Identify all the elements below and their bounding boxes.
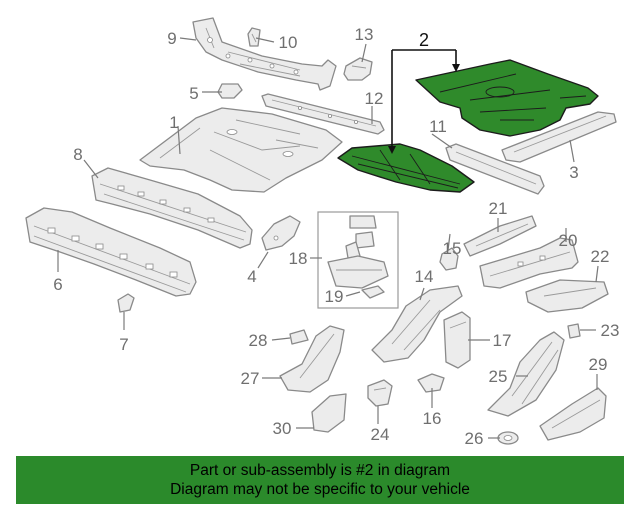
part-11-rail[interactable] [445, 143, 545, 195]
callout-30[interactable]: 30 [273, 419, 292, 438]
part-2-floor-panel[interactable] [337, 143, 475, 193]
callout-15[interactable]: 15 [443, 239, 462, 258]
callout-1[interactable]: 1 [169, 113, 178, 132]
callout-25[interactable]: 25 [489, 367, 508, 386]
callout-23[interactable]: 23 [601, 321, 620, 340]
callout-22[interactable]: 22 [591, 247, 610, 266]
callout-4[interactable]: 4 [247, 267, 256, 286]
part-15-bracket[interactable] [439, 247, 459, 271]
callout-21[interactable]: 21 [489, 199, 508, 218]
part-25-wheelhouse-inner[interactable] [487, 331, 565, 417]
callout-9[interactable]: 9 [167, 29, 176, 48]
part-3-long-rail[interactable] [501, 111, 617, 163]
callout-28[interactable]: 28 [249, 331, 268, 350]
part-10-bracket[interactable] [247, 27, 261, 47]
callout-19[interactable]: 19 [325, 287, 344, 306]
part-7-small-bracket[interactable] [117, 293, 135, 313]
part-14-wheelhouse[interactable] [371, 285, 463, 363]
callout-10[interactable]: 10 [279, 33, 298, 52]
part-13-bracket[interactable] [343, 57, 373, 81]
callout-18[interactable]: 18 [289, 249, 308, 268]
callout-13[interactable]: 13 [355, 25, 374, 44]
banner-line-2: Diagram may not be specific to your vehi… [170, 481, 470, 498]
part-12-rail[interactable] [261, 93, 385, 135]
callout-11[interactable]: 11 [429, 117, 447, 136]
part-22-plate[interactable] [525, 279, 609, 313]
callout-14[interactable]: 14 [415, 267, 434, 286]
callout-labels: 1 2 3 4 5 6 7 8 9 10 11 12 13 14 15 16 1… [53, 25, 619, 448]
part-28-clip[interactable] [289, 329, 309, 345]
part-21-reinforcement[interactable] [463, 215, 537, 257]
callout-6[interactable]: 6 [53, 275, 62, 294]
callout-26[interactable]: 26 [465, 429, 484, 448]
part-8-rear-cross-member[interactable] [91, 167, 253, 249]
callout-3[interactable]: 3 [569, 163, 578, 182]
callout-5[interactable]: 5 [189, 84, 198, 103]
part-29-panel[interactable] [539, 387, 607, 441]
callout-24[interactable]: 24 [371, 425, 390, 444]
banner-line-1: Part or sub-assembly is #2 in diagram [189, 462, 451, 479]
callout-2[interactable]: 2 [419, 30, 429, 50]
part-30-bracket[interactable] [311, 393, 347, 433]
part-27-wheelhouse-outer[interactable] [279, 325, 345, 393]
part-2-rear-floor-tub[interactable] [415, 59, 599, 137]
callout-16[interactable]: 16 [423, 409, 442, 428]
part-20-rail-assembly[interactable] [479, 237, 579, 289]
part-4-bracket[interactable] [261, 215, 301, 251]
callout-27[interactable]: 27 [241, 369, 260, 388]
part-9-cross-member[interactable] [192, 17, 337, 91]
part-24-bracket[interactable] [367, 379, 393, 407]
part-23-clip[interactable] [567, 323, 581, 339]
leader-lines [57, 37, 599, 439]
exploded-parts-diagram: 1 2 3 4 5 6 7 8 9 10 11 12 13 14 15 16 1… [25, 17, 619, 448]
part-6-cross-member[interactable] [25, 207, 197, 297]
info-banner: Part or sub-assembly is #2 in diagram Di… [16, 456, 624, 504]
part-17-panel[interactable] [443, 311, 471, 369]
callout-12[interactable]: 12 [365, 89, 384, 108]
part-5-bracket[interactable] [217, 83, 243, 99]
part-1-floor-pan[interactable] [139, 107, 343, 193]
part-16-bracket[interactable] [417, 373, 445, 393]
part-26-grommet[interactable] [497, 431, 519, 445]
part-19-clip[interactable] [361, 285, 385, 299]
callout-8[interactable]: 8 [73, 145, 82, 164]
callout-29[interactable]: 29 [589, 355, 608, 374]
callout-20[interactable]: 20 [559, 231, 578, 250]
callout-7[interactable]: 7 [119, 335, 128, 354]
callout-17[interactable]: 17 [493, 331, 512, 350]
